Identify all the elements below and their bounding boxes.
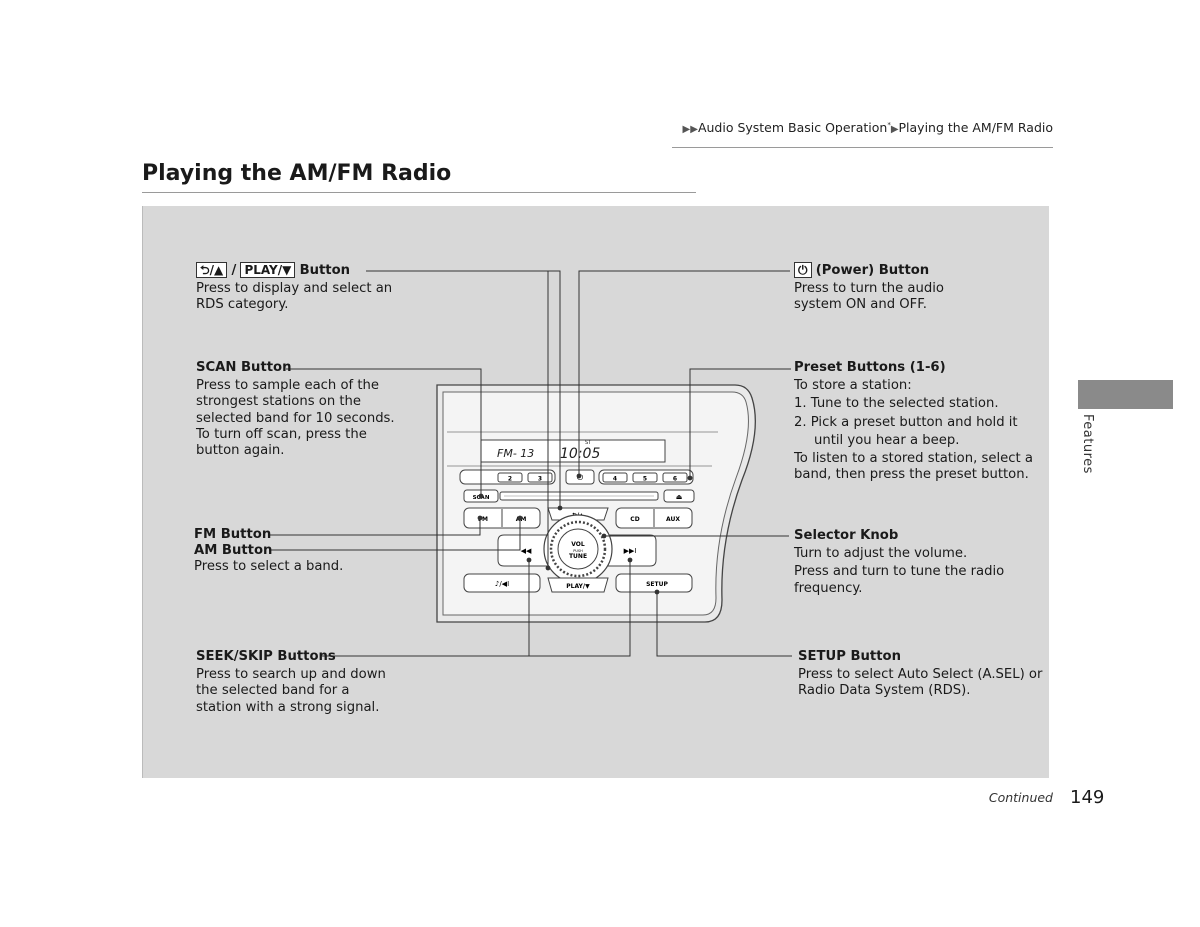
breadcrumb: ▶▶Audio System Basic Operation*▶Playing …	[560, 120, 1053, 135]
music-icon: ♪/◀I	[495, 580, 509, 588]
svg-text:TUNE: TUNE	[569, 553, 587, 560]
aux-button[interactable]: AUX	[666, 516, 680, 523]
seek-fwd-icon: ▶▶I	[624, 547, 637, 555]
play-key-icon: PLAY/▼	[240, 262, 296, 278]
breadcrumb-arrow-icon: ▶	[890, 124, 899, 135]
breadcrumb-arrow-icon: ▶▶	[682, 124, 698, 135]
radio-unit: FM- 13 10:05 ST 2 3 ⏻ 4 5 6 SCAN ⏏ FM AM…	[436, 384, 756, 623]
callout-setup: SETUP Button Press to select Auto Select…	[798, 649, 1043, 699]
back-key-icon: ⮌/▲	[196, 262, 228, 278]
svg-text:PLAY/▼: PLAY/▼	[566, 583, 590, 590]
title-rule	[142, 192, 696, 193]
power-key-icon: ⏻	[794, 262, 812, 278]
callout-scan: SCAN Button Press to sample each of the …	[196, 360, 395, 459]
callout-fm-am: FM Button AM Button Press to select a ba…	[194, 527, 344, 575]
cd-button[interactable]: CD	[630, 516, 639, 523]
callout-back-play: ⮌/▲ / PLAY/▼ Button Press to display and…	[196, 262, 393, 313]
svg-text:4: 4	[613, 476, 617, 483]
svg-text:VOL: VOL	[571, 541, 585, 548]
eject-button[interactable]	[663, 489, 695, 503]
seek-back-icon: ◀◀	[521, 547, 532, 555]
fm-button[interactable]: FM	[478, 516, 488, 523]
back-button[interactable]	[547, 507, 609, 521]
callout-seek: SEEK/SKIP Buttons Press to search up and…	[196, 649, 386, 715]
music-skip-button[interactable]	[463, 573, 541, 593]
callout-selector: Selector Knob Turn to adjust the volume.…	[794, 528, 1005, 596]
page-title: Playing the AM/FM Radio	[142, 161, 452, 186]
preset-button-3[interactable]	[527, 472, 553, 483]
continued-label: Continued	[988, 790, 1053, 805]
setup-button[interactable]	[615, 573, 693, 593]
leader-lines	[269, 270, 792, 657]
preset-button-4[interactable]	[602, 472, 628, 483]
preset-button-6[interactable]	[662, 472, 688, 483]
svg-text:5: 5	[643, 476, 647, 483]
page-number: 149	[1070, 787, 1105, 808]
section-label: Features	[1080, 414, 1095, 474]
leader-dots	[477, 473, 693, 595]
callout-preset: Preset Buttons (1-6) To store a station:…	[794, 360, 1033, 483]
svg-text:3: 3	[538, 476, 542, 483]
svg-text:6: 6	[673, 476, 677, 483]
preset-button-2[interactable]	[497, 472, 523, 483]
svg-text:SETUP: SETUP	[646, 581, 668, 588]
svg-text:PUSH: PUSH	[573, 549, 583, 553]
eject-icon: ⏏	[676, 493, 683, 501]
svg-text:2: 2	[508, 476, 512, 483]
breadcrumb-part2: Playing the AM/FM Radio	[898, 120, 1053, 135]
display-freq: 10:05	[560, 446, 600, 462]
header-rule	[672, 147, 1053, 148]
display-band: FM- 13	[497, 447, 534, 460]
display-st: ST	[585, 440, 592, 446]
section-tab	[1078, 380, 1173, 409]
breadcrumb-part1: Audio System Basic Operation	[697, 120, 888, 135]
breadcrumb-asterisk: *	[887, 120, 891, 129]
play-button[interactable]	[547, 577, 609, 593]
seek-fwd-button[interactable]	[607, 534, 657, 567]
callout-power: ⏻ (Power) Button Press to turn the audio…	[794, 262, 944, 313]
seek-back-button[interactable]	[497, 534, 549, 567]
preset-button-5[interactable]	[632, 472, 658, 483]
